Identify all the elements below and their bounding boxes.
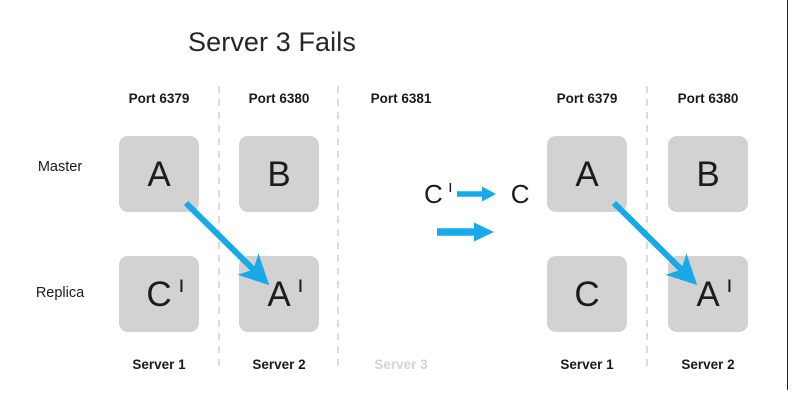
node-glyph: B	[267, 157, 290, 192]
node-left-master-server1[interactable]: A	[119, 136, 199, 212]
node-label: C	[146, 274, 172, 314]
server-label-4: Server 1	[560, 357, 614, 372]
node-label: A	[696, 274, 720, 314]
node-label: A	[575, 154, 599, 194]
node-label: B	[696, 154, 720, 194]
promote-arrow-right	[611, 200, 698, 286]
port-label-3: Port 6381	[370, 91, 432, 106]
port-label-1: Port 6379	[128, 91, 190, 106]
node-right-master-server2[interactable]: B	[668, 136, 748, 212]
server-label-3: Server 3	[374, 357, 428, 372]
node-glyph: C	[574, 277, 599, 312]
node-glyph: A	[147, 157, 170, 192]
port-label-2: Port 6380	[248, 91, 310, 106]
column-divider-1	[218, 86, 220, 371]
port-label-4: Port 6379	[556, 91, 618, 106]
column-divider-2	[337, 86, 339, 371]
server-label-5: Server 2	[681, 357, 735, 372]
node-label: A	[267, 274, 291, 314]
panel-right-edge	[787, 0, 788, 390]
server-label-2: Server 2	[252, 357, 306, 372]
legend-from-label: C	[424, 179, 443, 209]
promote-arrow-left	[183, 200, 270, 286]
port-label-5: Port 6380	[677, 91, 739, 106]
node-right-replica-server1[interactable]: C	[547, 256, 627, 332]
node-label: C	[574, 274, 600, 314]
server-label-1: Server 1	[132, 357, 186, 372]
row-label-master: Master	[37, 159, 83, 175]
prime-mark: ı	[726, 270, 733, 297]
prime-mark: ı	[178, 270, 185, 297]
prime-mark: ı	[448, 177, 453, 196]
node-label: A	[147, 154, 171, 194]
right-arrow-icon	[456, 186, 497, 202]
prime-mark: ı	[297, 270, 304, 297]
node-glyph: A	[575, 157, 598, 192]
legend-to: C	[510, 179, 530, 209]
node-right-master-server1[interactable]: A	[547, 136, 627, 212]
row-label-replica: Replica	[35, 285, 85, 301]
node-left-master-server2[interactable]: B	[239, 136, 319, 212]
page-title: Server 3 Fails	[188, 27, 356, 57]
node-glyph: B	[696, 157, 719, 192]
column-divider-3	[646, 86, 648, 371]
node-label: B	[267, 154, 291, 194]
legend-arrow-key	[437, 222, 495, 242]
right-arrow-icon	[437, 222, 495, 242]
